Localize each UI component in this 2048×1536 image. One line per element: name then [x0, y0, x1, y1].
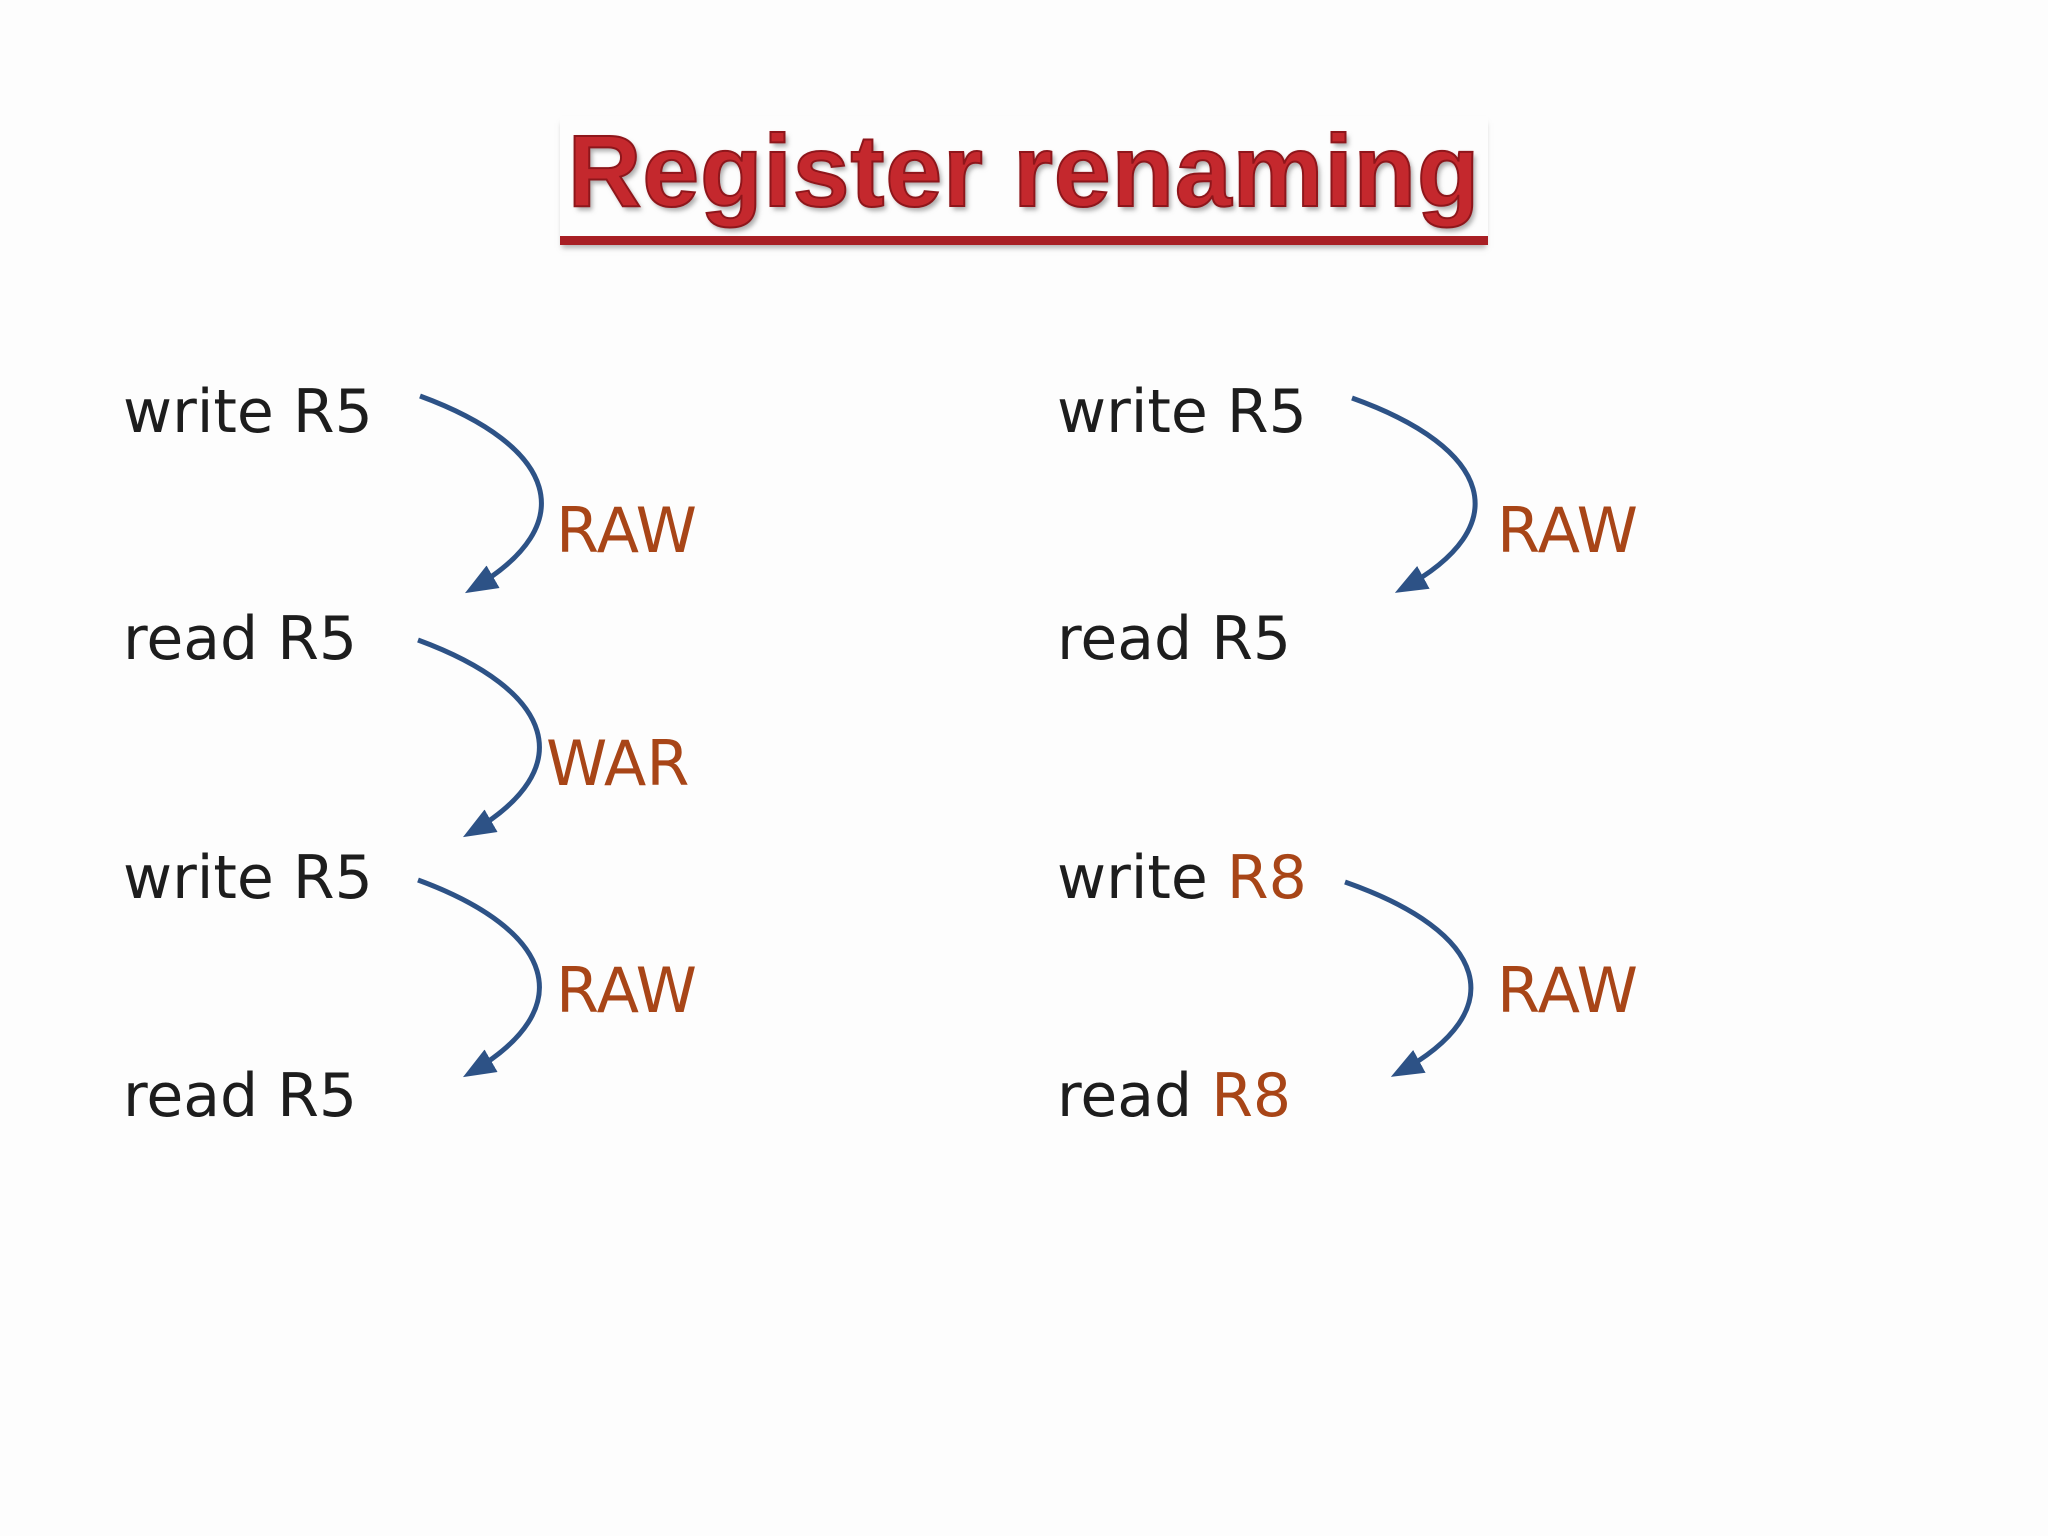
instruction-text: write [1057, 843, 1227, 913]
dependency-arrow-right-raw-2 [1344, 879, 1474, 1077]
instruction-text: write R5 [1057, 377, 1307, 447]
instruction-text: read R5 [1057, 604, 1292, 674]
instruction-left-read-r5-2: read R5 [123, 1066, 357, 1126]
hazard-label-raw: RAW [1497, 954, 1638, 1027]
instruction-left-read-r5-1: read R5 [123, 609, 357, 669]
hazard-label-raw: RAW [556, 954, 697, 1027]
instruction-text: read R5 [123, 1061, 358, 1131]
instruction-text: read R5 [123, 604, 358, 674]
dependency-arrow-right-raw-1 [1351, 395, 1478, 593]
instruction-left-write-r5-1: write R5 [123, 382, 373, 442]
dependency-arrow-left-war [417, 637, 542, 838]
instruction-register-renamed: R8 [1211, 1061, 1292, 1131]
slide-title: Register renaming [559, 115, 1489, 246]
hazard-label-war: WAR [546, 727, 690, 800]
instruction-register-renamed: R8 [1226, 843, 1307, 913]
instruction-text: read [1057, 1061, 1212, 1131]
instruction-text: write R5 [123, 843, 373, 913]
hazard-label-raw: RAW [556, 494, 697, 567]
instruction-right-read-r5: read R5 [1057, 609, 1291, 669]
instruction-left-write-r5-2: write R5 [123, 848, 373, 908]
instruction-right-read-r8: read R8 [1057, 1066, 1291, 1126]
instruction-right-write-r8: write R8 [1057, 848, 1307, 908]
hazard-label-raw: RAW [1497, 494, 1638, 567]
instruction-right-write-r5: write R5 [1057, 382, 1307, 442]
instruction-text: write R5 [123, 377, 373, 447]
title-container: Register renaming [0, 115, 2048, 246]
dependency-arrow-left-raw-2 [417, 877, 542, 1078]
dependency-arrow-left-raw-1 [419, 393, 544, 594]
